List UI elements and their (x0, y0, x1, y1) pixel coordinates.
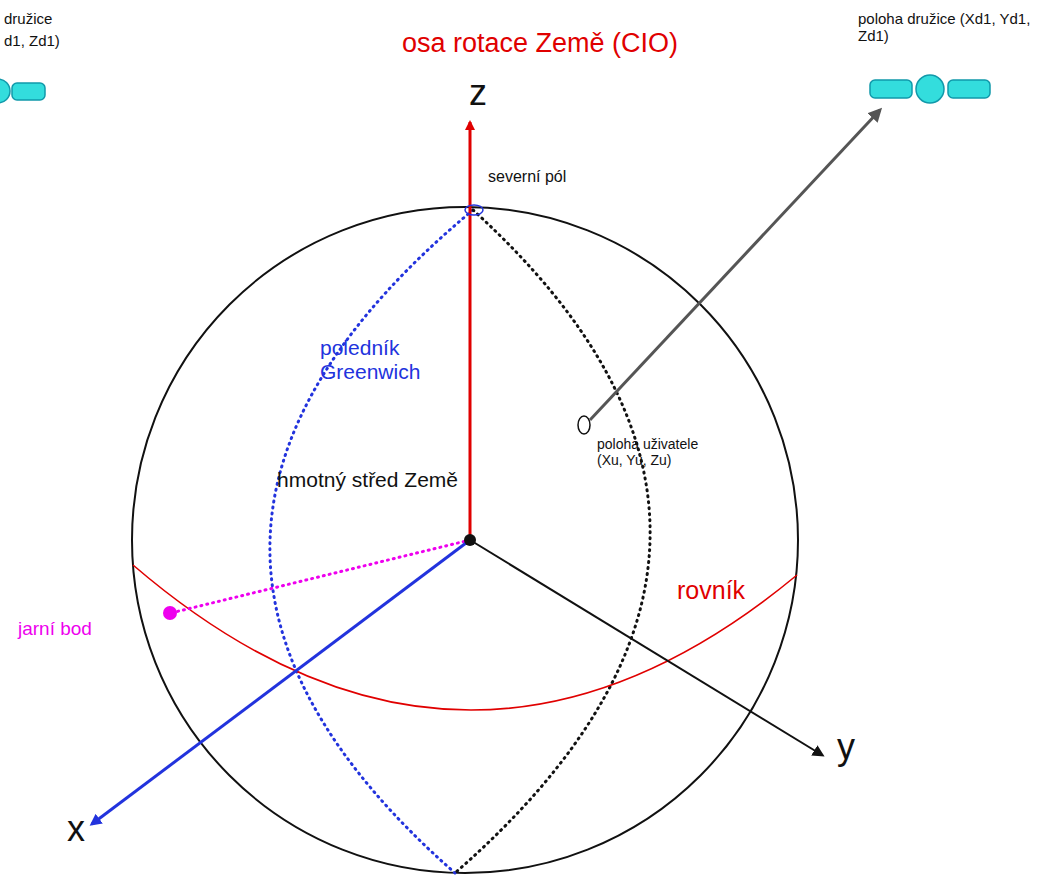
satellite-coords-partial: d1, Zd1) (4, 32, 124, 49)
z-axis (469, 122, 472, 540)
vernal-label: jarní bod (18, 618, 158, 640)
user-meridian (455, 210, 650, 873)
axis-name: x (56, 808, 96, 849)
meridian-label: poledník Greenwich (320, 336, 480, 384)
vernal-point (163, 606, 177, 620)
y-axis (470, 540, 822, 755)
satellite-icon (870, 75, 990, 103)
north-pole (465, 205, 483, 215)
axis-title: osa rotace Země (CIO) (350, 28, 730, 59)
user-position (578, 416, 590, 434)
user-label: poloha uživatele (Xu, Yu, Zu) (597, 436, 722, 468)
earth-outline (132, 207, 798, 873)
user-satellite-vector (590, 110, 880, 420)
axis-name: z (458, 72, 498, 113)
axis-name: y (826, 726, 866, 767)
equator-label: rovník (677, 576, 787, 605)
greenwich-meridian (270, 210, 473, 873)
satellite-icon-partial (0, 79, 45, 103)
x-axis (92, 540, 470, 824)
mass-center (464, 534, 476, 546)
vernal-line (175, 540, 470, 612)
satellite-label-partial: družice (4, 10, 124, 27)
equator (133, 565, 797, 710)
pole-label: severní pól (488, 168, 628, 186)
center-label: hmotný střed Země (268, 468, 458, 492)
satellite-label: poloha družice (Xd1, Yd1, Zd1) (858, 10, 1040, 45)
